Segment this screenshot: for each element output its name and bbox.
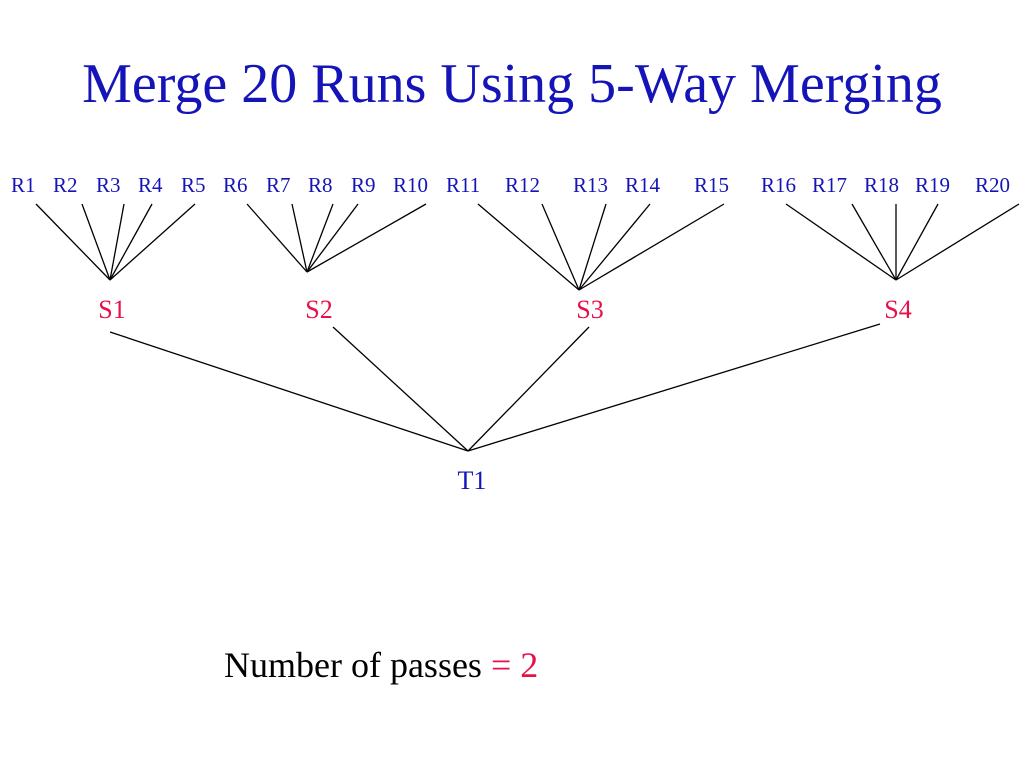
run-label-r1: R1 [11,173,36,197]
run-label-r5: R5 [181,173,206,197]
edge-s1-to-t1 [109,331,469,452]
edge-r6-to-s2 [246,203,308,273]
edge-r10-to-s2 [306,203,427,273]
run-label-r9: R9 [351,173,376,197]
edge-s4-to-t1 [467,323,881,452]
edge-r4-to-s1 [109,203,153,281]
run-label-r3: R3 [96,173,121,197]
merge-node-s1: S1 [98,295,125,324]
merge-node-s2: S2 [305,295,332,324]
edge-r19-to-s4 [895,203,939,281]
run-label-r8: R8 [308,173,333,197]
merge-node-t1: T1 [458,466,487,495]
edge-r3-to-s1 [109,203,125,281]
edge-r16-to-s4 [785,203,897,281]
run-label-r11: R11 [446,173,480,197]
passes-statement: Number of passes = 2 [224,644,538,686]
edge-r20-to-s4 [895,203,1020,281]
run-label-r16: R16 [761,173,796,197]
run-label-r13: R13 [573,173,608,197]
slide-title: Merge 20 Runs Using 5-Way Merging [82,53,942,115]
merge-node-s3: S3 [576,295,603,324]
run-label-r15: R15 [694,173,729,197]
edge-r15-to-s3 [578,203,725,291]
run-label-r2: R2 [53,173,78,197]
passes-value: 2 [520,645,539,685]
merge-tree-diagram: R1 R2 R3 R4 R5 R6 R7 R8 R9 R10 R11 R12 R13 R14 R15 R16 R… [11,173,1020,495]
run-label-r19: R19 [915,173,950,197]
passes-label: Number of passes [224,645,482,685]
edge-r14-to-s3 [578,203,651,291]
run-label-r10: R10 [393,173,428,197]
edge-r9-to-s2 [306,203,359,273]
passes-equals: = [490,645,512,685]
edge-s2-to-t1 [332,326,469,452]
run-label-r20: R20 [975,173,1010,197]
edge-r17-to-s4 [851,203,897,281]
edge-r2-to-s1 [81,203,111,281]
run-label-r4: R4 [138,173,163,197]
edge-r8-to-s2 [306,203,334,273]
run-label-r17: R17 [812,173,847,197]
edge-r7-to-s2 [291,203,308,273]
edge-r1-to-s1 [35,203,111,281]
run-label-r7: R7 [266,173,291,197]
edge-r5-to-s1 [109,203,196,281]
run-label-r12: R12 [505,173,540,197]
merge-node-s4: S4 [884,295,911,324]
run-label-r14: R14 [625,173,661,197]
edge-r12-to-s3 [541,203,580,291]
edge-r11-to-s3 [477,203,580,291]
run-label-r6: R6 [223,173,248,197]
run-label-r18: R18 [864,173,899,197]
edge-r13-to-s3 [578,203,607,291]
edge-s3-to-t1 [467,326,590,452]
